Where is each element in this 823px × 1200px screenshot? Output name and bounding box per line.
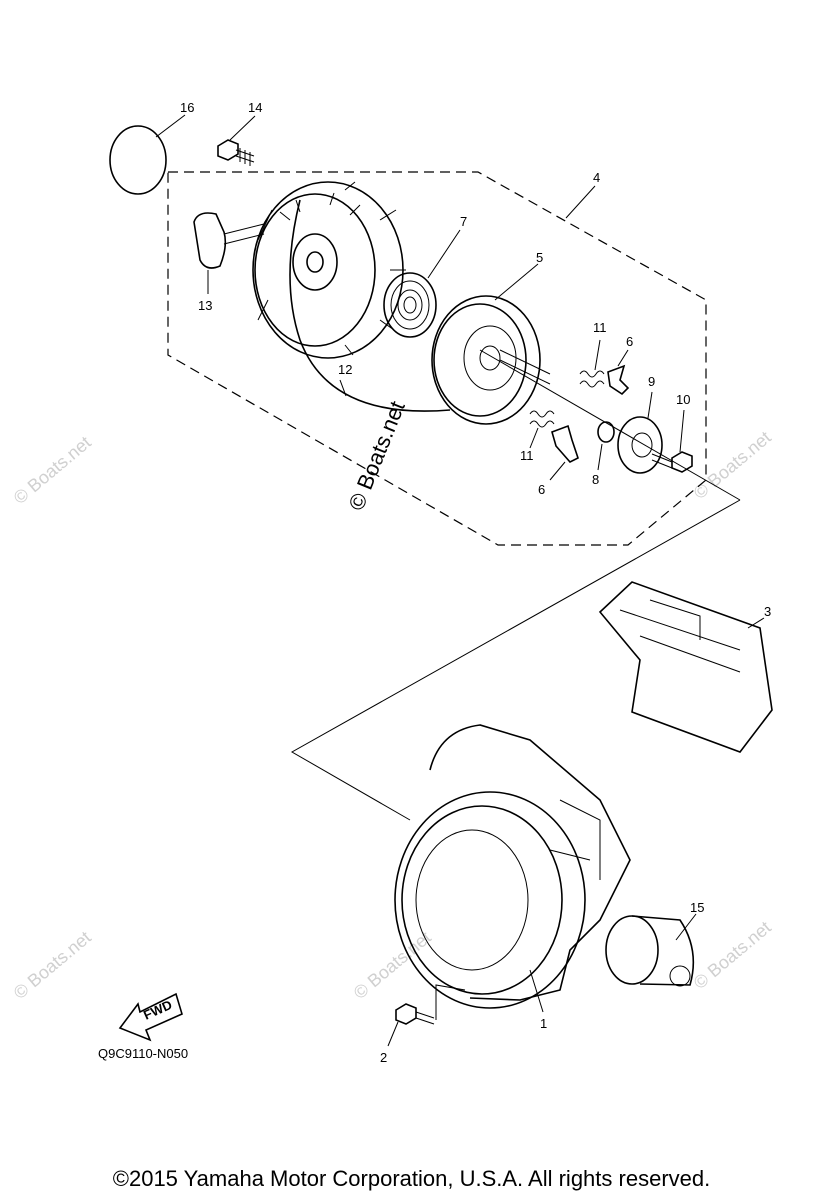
spring-part-11-upper <box>579 370 605 388</box>
air-duct-part-3 <box>598 581 773 753</box>
callout-6-lower: 6 <box>538 482 545 497</box>
diagram-code: Q9C9110-N050 <box>98 1046 189 1061</box>
callout-10: 10 <box>676 392 690 407</box>
friction-plate-part-9 <box>617 416 663 474</box>
callout-8: 8 <box>592 472 599 487</box>
callout-7: 7 <box>460 214 467 229</box>
callout-3: 3 <box>764 604 771 619</box>
callout-6-upper: 6 <box>626 334 633 349</box>
washer-part-8 <box>597 421 615 443</box>
callout-5: 5 <box>536 250 543 265</box>
spring-part-11-lower <box>529 410 555 428</box>
ratchet-part-6-upper <box>607 364 630 396</box>
callout-11-upper: 11 <box>593 320 607 335</box>
ratchet-part-6-lower <box>551 424 579 463</box>
callout-2: 2 <box>380 1050 387 1065</box>
bolt-part-10 <box>651 451 693 473</box>
bolt-part-2 <box>395 984 466 1025</box>
starter-rope-part-12 <box>289 199 451 412</box>
fan-cover-part-1 <box>394 724 631 1009</box>
callout-4: 4 <box>593 170 600 185</box>
callout-9: 9 <box>648 374 655 389</box>
starter-motor-part-15 <box>605 915 695 987</box>
callout-12: 12 <box>338 362 352 377</box>
cover-disc-part-16 <box>109 125 167 195</box>
assembly-axis <box>479 349 741 501</box>
starter-handle-part-13 <box>193 212 265 269</box>
watermark-left-bottom: © Boats.net <box>10 927 95 1003</box>
starter-case <box>252 181 406 359</box>
callout-1: 1 <box>540 1016 547 1031</box>
callout-15: 15 <box>690 900 704 915</box>
callout-16: 16 <box>180 100 194 115</box>
watermark-center-bottom: © Boats.net <box>350 927 435 1003</box>
callout-13: 13 <box>198 298 212 313</box>
assembly-outline <box>167 171 707 546</box>
callout-14: 14 <box>248 100 262 115</box>
fwd-arrow-icon: FWD <box>118 992 183 1042</box>
watermark-main: © Boats.net <box>343 398 409 514</box>
watermark-right-top: © Boats.net <box>690 427 775 503</box>
connection-line <box>290 499 741 821</box>
watermark-left-top: © Boats.net <box>10 432 95 508</box>
callout-11-lower: 11 <box>520 448 534 463</box>
watermark-right-bottom: © Boats.net <box>690 917 775 993</box>
spiral-spring-part-7 <box>383 272 437 338</box>
copyright-notice: ©2015 Yamaha Motor Corporation, U.S.A. A… <box>112 1166 711 1191</box>
bolt-part-14 <box>217 139 255 166</box>
sheave-drum-part-5 <box>431 295 551 425</box>
